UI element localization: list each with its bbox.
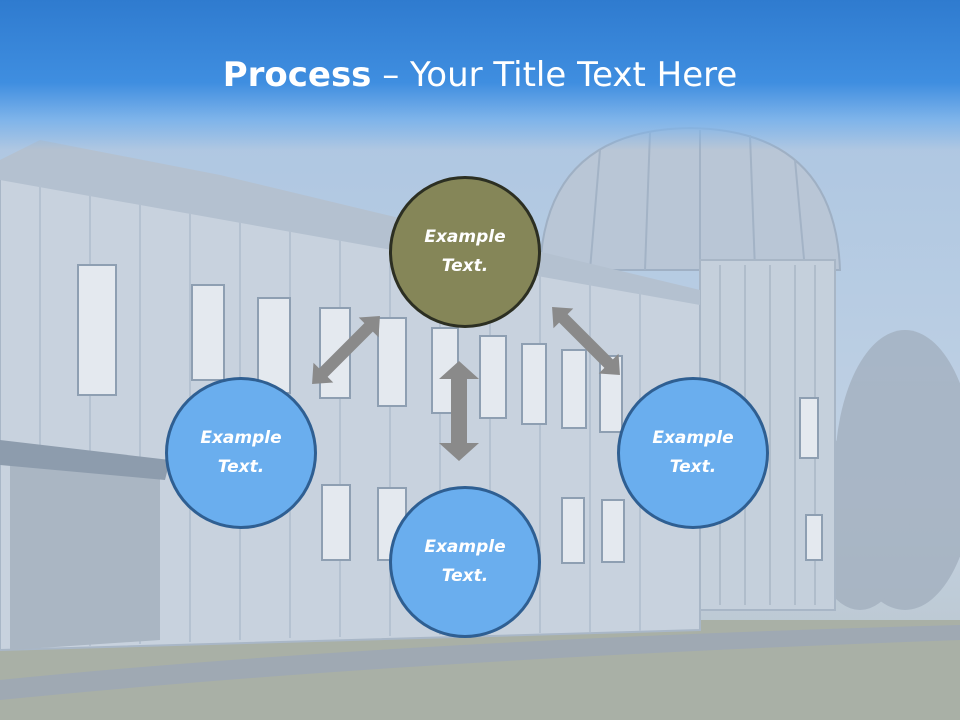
arrow-top-right (552, 307, 620, 375)
title-rest: – Your Title Text Here (371, 55, 738, 95)
node-left-line2: Text. (217, 457, 265, 477)
title-bold: Process (222, 55, 372, 95)
node-bottom-line1: Example (424, 537, 506, 557)
node-top: Example Text. (389, 176, 541, 328)
node-top-line2: Text. (441, 256, 489, 276)
arrow-top-left (312, 316, 380, 384)
slide-title: Process – Your Title Text Here (0, 52, 960, 98)
node-top-line1: Example (424, 227, 506, 247)
node-left: Example Text. (165, 377, 317, 529)
header-band (0, 0, 960, 150)
node-bottom: Example Text. (389, 486, 541, 638)
node-right: Example Text. (617, 377, 769, 529)
node-right-line2: Text. (669, 457, 717, 477)
node-bottom-line2: Text. (441, 566, 489, 586)
node-left-line1: Example (200, 428, 282, 448)
node-right-line1: Example (652, 428, 734, 448)
arrow-vertical (439, 361, 479, 461)
